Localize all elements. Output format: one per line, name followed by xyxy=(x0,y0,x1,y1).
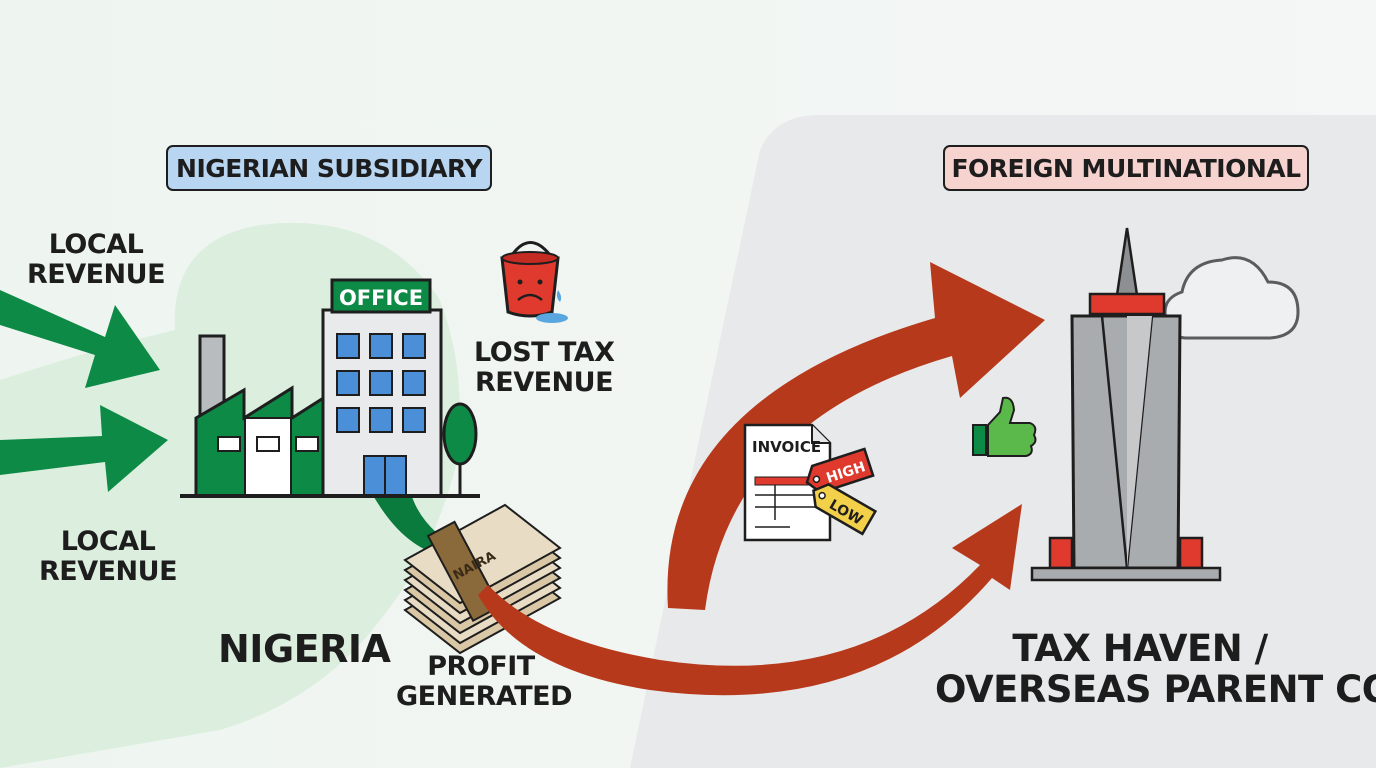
office-window xyxy=(336,407,360,433)
office-window xyxy=(402,333,426,359)
office-window xyxy=(369,407,393,433)
office-window xyxy=(369,333,393,359)
skyscraper-icon xyxy=(1030,227,1222,582)
factory-icon xyxy=(194,334,338,498)
profit-shift-arrow-upper xyxy=(667,262,1045,610)
invoice-label: INVOICE xyxy=(752,438,821,456)
tree-icon xyxy=(442,402,478,496)
high-price-tag-icon xyxy=(805,447,875,494)
office-building-icon xyxy=(321,278,443,498)
incoming-arrow-bottom xyxy=(0,405,168,492)
office-window xyxy=(402,370,426,396)
profit-shift-arrow-lower xyxy=(478,504,1022,696)
incoming-arrow-top xyxy=(0,290,160,388)
cloud-icon xyxy=(1163,256,1300,340)
banknote xyxy=(403,503,562,605)
foreign-multinational-badge: FOREIGN MULTINATIONAL xyxy=(943,145,1309,191)
tax-haven-label: TAX HAVEN /OVERSEAS PARENT CO. xyxy=(935,627,1376,712)
thumbs-up-icon xyxy=(972,396,1037,457)
profit-flow xyxy=(370,490,470,555)
office-sign-label: OFFICE xyxy=(339,286,423,310)
office-window xyxy=(369,370,393,396)
invoice-icon xyxy=(743,423,832,542)
nigeria-label: NIGERIA xyxy=(218,627,391,671)
office-window xyxy=(402,407,426,433)
office-window xyxy=(336,370,360,396)
leaking-bucket-icon xyxy=(500,241,568,323)
office-window xyxy=(336,333,360,359)
nigerian-subsidiary-badge: NIGERIAN SUBSIDIARY xyxy=(166,145,492,191)
low-price-tag-icon xyxy=(812,482,878,536)
